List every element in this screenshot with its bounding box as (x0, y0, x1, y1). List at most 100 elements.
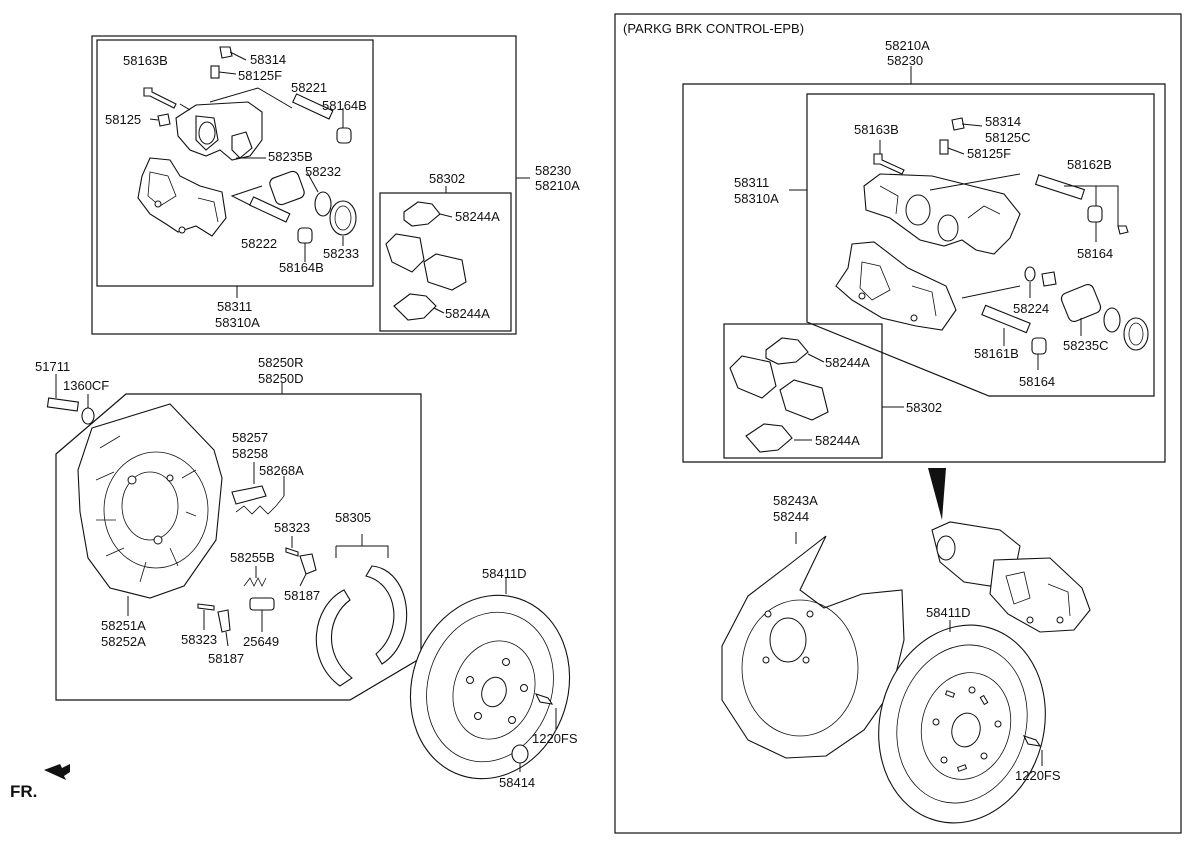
label-left-58311[interactable]: 58311 (217, 299, 252, 314)
label-left-58314[interactable]: 58314 (250, 52, 286, 67)
label-left-58258[interactable]: 58258 (232, 446, 268, 461)
label-left-58125F[interactable]: 58125F (238, 68, 282, 83)
epb-caliper-housing (863, 173, 1021, 255)
label-left-58411D[interactable]: 58411D (482, 566, 527, 581)
label-left-58250D[interactable]: 58250D (258, 371, 304, 386)
label-epb-58164-top[interactable]: 58164 (1077, 246, 1113, 261)
label-left-58187-top[interactable]: 58187 (284, 588, 320, 603)
epb-caliper-box (682, 83, 1166, 463)
label-left-58323-top[interactable]: 58323 (274, 520, 310, 535)
left-pin-58323-top (285, 547, 299, 557)
label-epb-58125C[interactable]: 58125C (985, 130, 1031, 145)
label-epb-58224[interactable]: 58224 (1013, 301, 1049, 316)
epb-bleeder-58125F (939, 139, 949, 155)
label-left-58221[interactable]: 58221 (291, 80, 327, 95)
label-left-58251A[interactable]: 58251A (101, 618, 146, 633)
epb-caliper-inner-box (806, 93, 1155, 397)
label-left-58233[interactable]: 58233 (323, 246, 359, 261)
epb-bolt-58163B (873, 153, 905, 175)
label-left-58257[interactable]: 58257 (232, 430, 268, 445)
epb-pad-kit-box (723, 323, 883, 459)
label-epb-58244A-top[interactable]: 58244A (825, 355, 870, 370)
left-adjuster-58257 (231, 485, 267, 505)
label-epb-58164-bottom[interactable]: 58164 (1019, 374, 1055, 389)
label-epb-1220FS[interactable]: 1220FS (1015, 768, 1061, 783)
label-epb-58302[interactable]: 58302 (906, 400, 942, 415)
label-left-1220FS[interactable]: 1220FS (532, 731, 578, 746)
label-epb-58244[interactable]: 58244 (773, 509, 809, 524)
epb-pad-clip-bottom (745, 423, 793, 453)
left-caliper-outer-box (91, 35, 517, 335)
epb-outer-box (614, 13, 1182, 834)
labels: (PARKG BRK CONTROL-EPB) FR. 58163B 58314… (10, 21, 1113, 801)
label-left-51711[interactable]: 51711 (35, 359, 70, 374)
label-left-58125[interactable]: 58125 (105, 112, 141, 127)
left-washer-1360CF (81, 407, 95, 425)
left-boot-58164B-top (336, 127, 352, 144)
label-left-58310A[interactable]: 58310A (215, 315, 260, 330)
left-brake-pad-1 (385, 233, 425, 273)
label-epb-58162B[interactable]: 58162B (1067, 157, 1112, 172)
label-left-25649[interactable]: 25649 (243, 634, 279, 649)
label-left-58268A[interactable]: 58268A (259, 463, 304, 478)
label-left-58164B-bottom[interactable]: 58164B (279, 260, 324, 275)
label-epb-58163B[interactable]: 58163B (854, 122, 899, 137)
label-left-58222[interactable]: 58222 (241, 236, 277, 251)
label-epb-58243A[interactable]: 58243A (773, 493, 818, 508)
label-left-58244A-bottom[interactable]: 58244A (445, 306, 490, 321)
epb-boot-58164-bottom (1031, 337, 1047, 355)
label-epb-58310A[interactable]: 58310A (734, 191, 779, 206)
epb-washer-58224 (1024, 266, 1036, 282)
label-left-58250R[interactable]: 58250R (258, 355, 304, 370)
left-cap-58314 (219, 46, 233, 59)
label-left-58163B[interactable]: 58163B (123, 53, 168, 68)
label-epb-58311[interactable]: 58311 (734, 175, 769, 190)
label-left-58187-bottom[interactable]: 58187 (208, 651, 244, 666)
right-epb-group (614, 13, 1182, 834)
left-brake-shoes-58305 (315, 534, 408, 687)
epb-bolt-58224 (1041, 271, 1057, 287)
epb-pad-clip-top (765, 337, 809, 365)
front-direction-indicator (44, 764, 70, 780)
label-left-58232[interactable]: 58232 (305, 164, 341, 179)
left-guide-pin-58221 (292, 93, 334, 120)
label-left-58323-bottom[interactable]: 58323 (181, 632, 217, 647)
label-epb-58125F[interactable]: 58125F (967, 146, 1011, 161)
left-pad-clip-bottom (393, 293, 437, 321)
label-epb-58210A[interactable]: 58210A (885, 38, 930, 53)
label-epb-58235C[interactable]: 58235C (1063, 338, 1109, 353)
label-epb-58161B[interactable]: 58161B (974, 346, 1019, 361)
epb-caliper-leaders (794, 123, 1119, 441)
label-left-58302[interactable]: 58302 (429, 171, 465, 186)
left-clip-58187-top (299, 553, 317, 575)
label-left-58235B[interactable]: 58235B (268, 149, 313, 164)
epb-caliper-assembly (931, 521, 1091, 633)
label-left-58414[interactable]: 58414 (499, 775, 535, 790)
label-epb-58244A-bottom[interactable]: 58244A (815, 433, 860, 448)
epb-rotor-58411D (878, 620, 1046, 824)
label-left-58252A[interactable]: 58252A (101, 634, 146, 649)
left-caliper-housing (175, 101, 263, 161)
epb-dust-shield (721, 532, 905, 759)
front-label: FR. (10, 782, 37, 801)
label-epb-58411D[interactable]: 58411D (926, 605, 971, 620)
left-rotor-58411D (409, 578, 571, 780)
left-pad-clip-top (403, 201, 441, 227)
label-left-58164B-top[interactable]: 58164B (322, 98, 367, 113)
label-epb-58230[interactable]: 58230 (887, 53, 923, 68)
left-spring-58255B (243, 577, 267, 587)
label-epb-58314[interactable]: 58314 (985, 114, 1021, 129)
left-backing-leaders (55, 374, 307, 647)
label-left-58244A-top[interactable]: 58244A (455, 209, 500, 224)
left-bolt-58163B (143, 87, 177, 109)
label-left-58210A[interactable]: 58210A (535, 178, 580, 193)
label-left-58230[interactable]: 58230 (535, 163, 571, 178)
label-left-58255B[interactable]: 58255B (230, 550, 275, 565)
label-left-1360CF[interactable]: 1360CF (63, 378, 109, 393)
epb-cap-58314 (951, 117, 965, 131)
left-guide-pin-58222 (249, 196, 291, 223)
epb-piston-58235C (1060, 283, 1102, 323)
left-backing-plate (77, 403, 223, 599)
label-left-58305[interactable]: 58305 (335, 510, 371, 525)
